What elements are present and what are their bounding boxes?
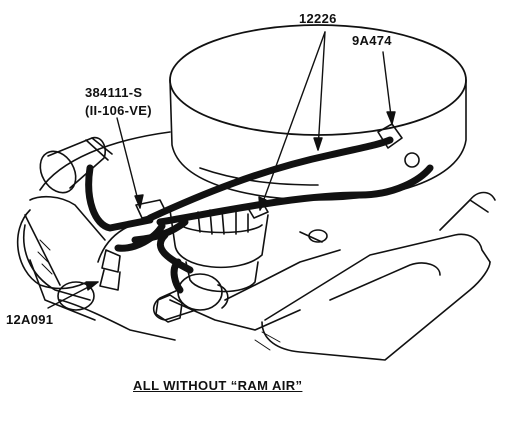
distributor (169, 209, 328, 293)
block-shading (37, 239, 281, 351)
vacuum-hoses (85, 136, 434, 294)
label-part-384111s: 384111-S (85, 85, 143, 100)
leader-lines (47, 31, 396, 309)
oil-filler-cap (57, 281, 95, 311)
breather-cap (39, 136, 113, 194)
vacuum-advance-unit (152, 273, 229, 323)
engine-block-outline (16, 131, 341, 341)
label-part-9a474: 9A474 (352, 33, 392, 48)
label-part-12a091: 12A091 (6, 312, 54, 327)
label-part-12226: 12226 (299, 11, 337, 26)
label-part-384111s-sub: (II-106-VE) (85, 103, 152, 118)
hose-fittings (99, 123, 420, 291)
valve-cover-left (24, 195, 106, 290)
diagram-caption: ALL WITHOUT “RAM AIR” (133, 378, 303, 393)
valve-cover-right (261, 191, 496, 361)
